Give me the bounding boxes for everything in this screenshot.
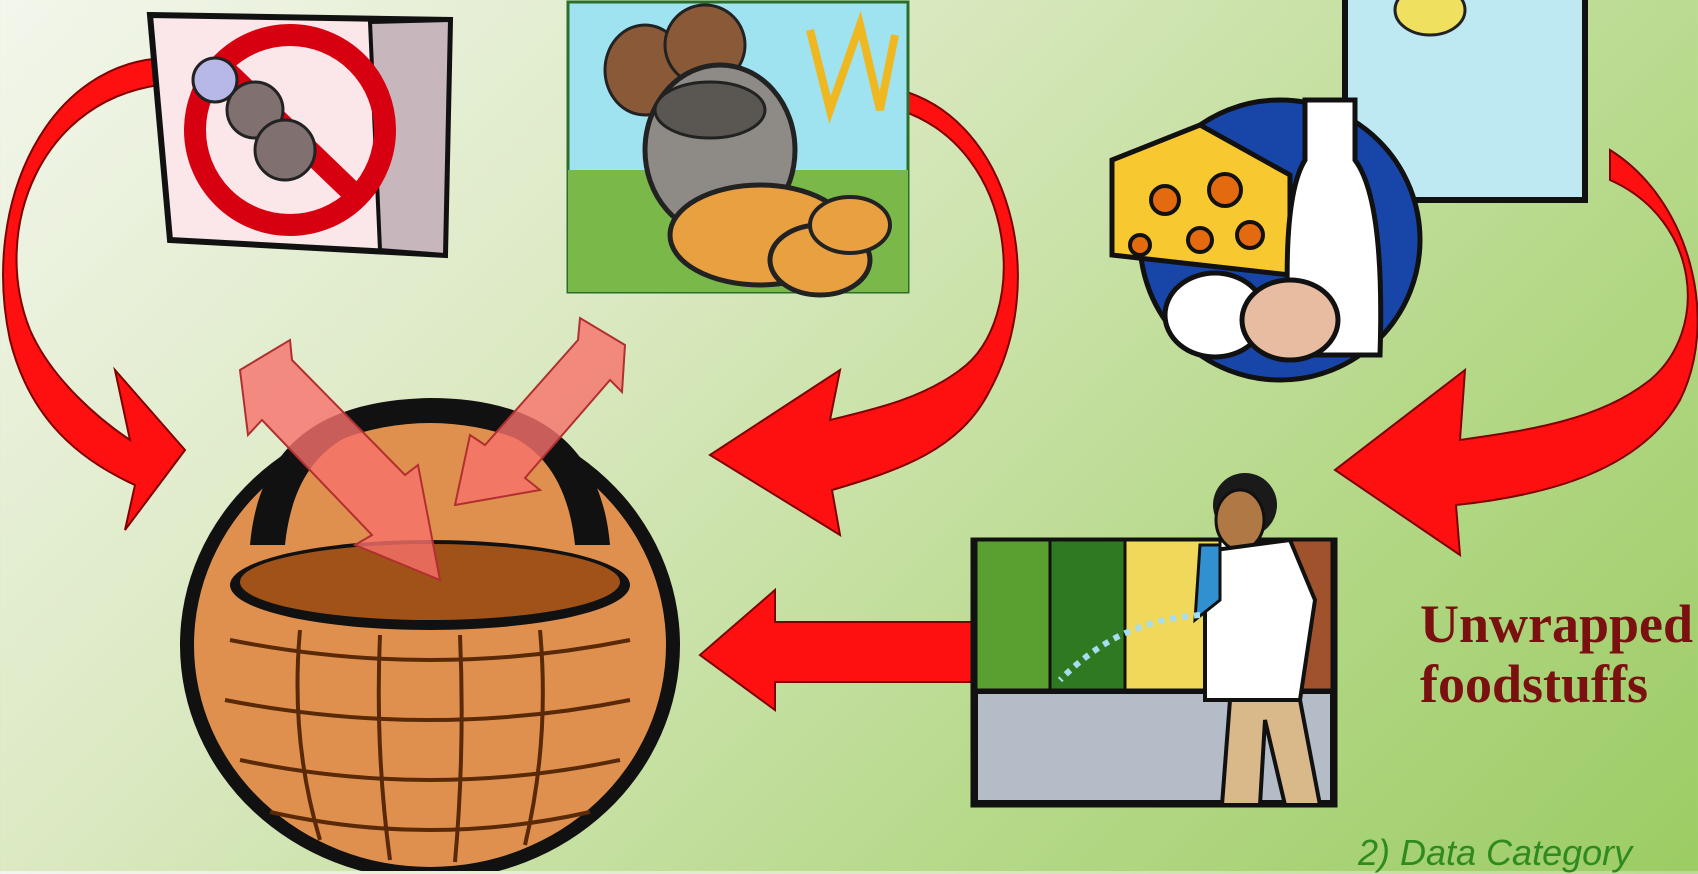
produce-stand-icon xyxy=(973,473,1335,805)
dairy-and-eggs-icon xyxy=(1112,0,1585,380)
grain-and-bread-icon xyxy=(568,2,908,295)
basket-icon xyxy=(180,398,680,871)
unwrapped-foodstuffs-label: Unwrapped foodstuffs xyxy=(1420,594,1693,714)
label-line-1: Unwrapped xyxy=(1420,594,1693,654)
data-category-caption: 2) Data Category xyxy=(1358,832,1632,874)
no-pests-box-icon xyxy=(150,15,450,255)
label-line-2: foodstuffs xyxy=(1420,654,1693,714)
straight-arrow xyxy=(700,590,975,710)
